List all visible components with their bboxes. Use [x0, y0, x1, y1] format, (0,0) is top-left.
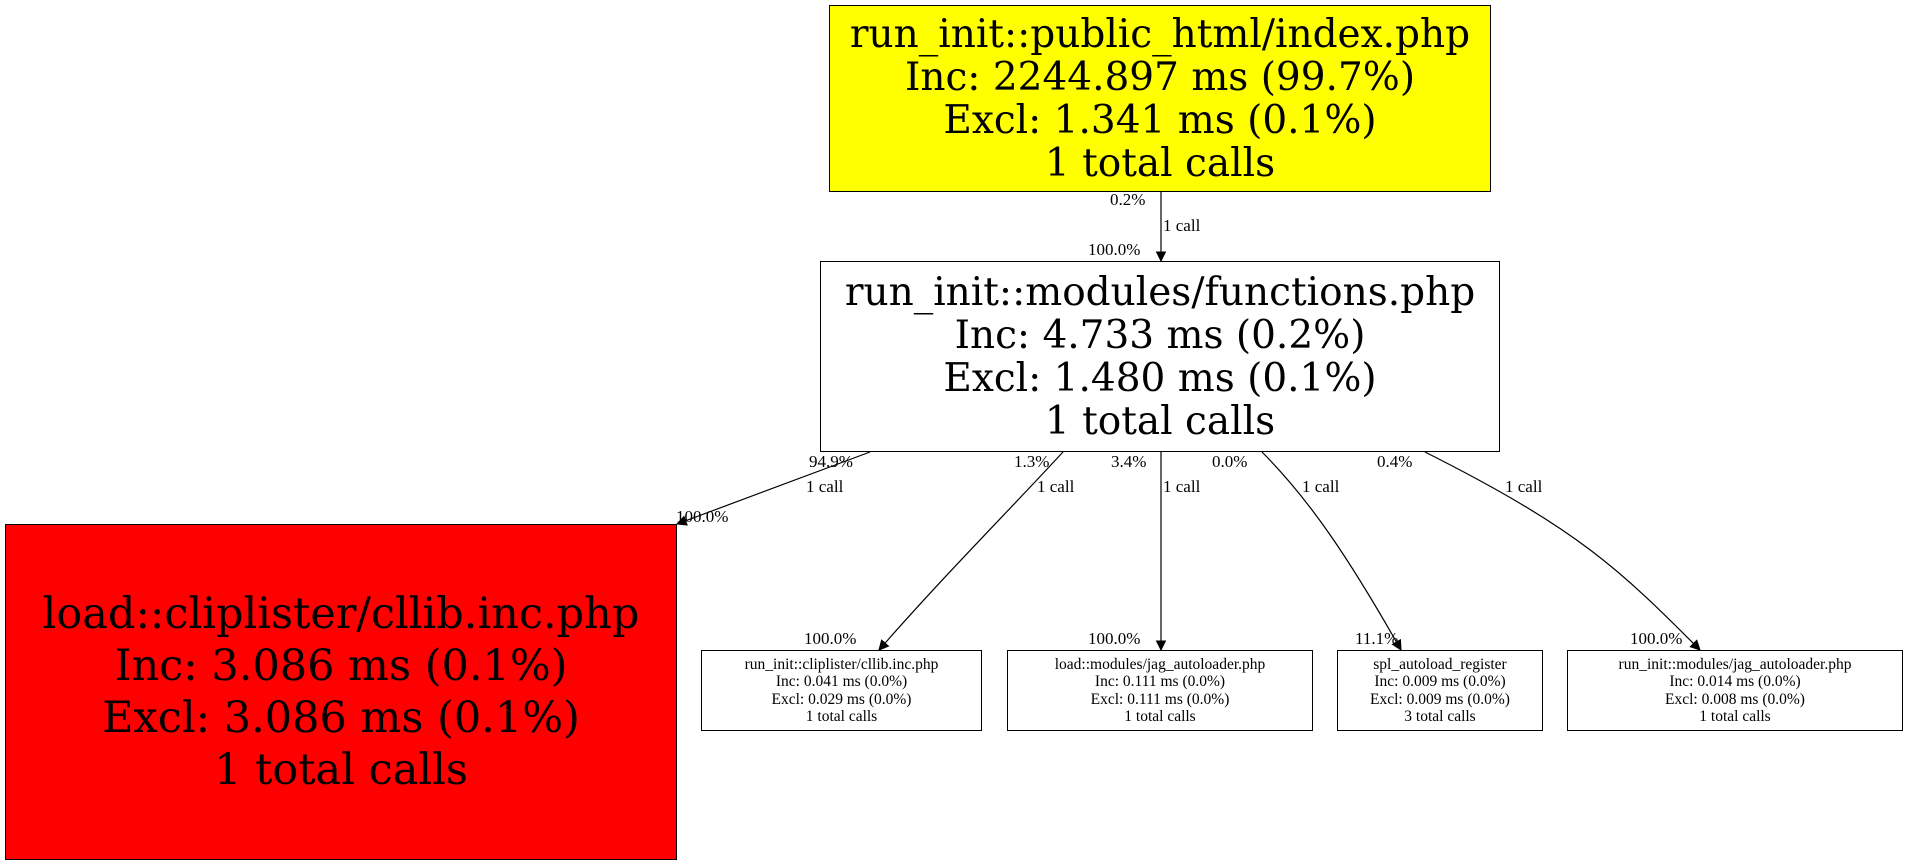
node-cllib-load-calls: 1 total calls	[214, 745, 468, 795]
node-jag-run-name: run_init::modules/jag_autoloader.php	[1618, 655, 1852, 673]
node-cllib-run-excl: Excl: 0.029 ms (0.0%)	[771, 690, 912, 708]
edge-functions-to-cllib-run	[878, 451, 1064, 651]
edge-label-calls: 1 call	[1302, 477, 1340, 496]
edge-label-calls: 1 call	[1505, 477, 1543, 496]
edge-functions-to-jag-run	[1424, 451, 1701, 651]
node-cllib-load-excl: Excl: 3.086 ms (0.1%)	[102, 693, 580, 743]
node-jag-load-inc: Inc: 0.111 ms (0.0%)	[1094, 673, 1226, 690]
edge-label-calls: 1 call	[1163, 216, 1201, 235]
node-cllib-run-inc: Inc: 0.041 ms (0.0%)	[775, 673, 908, 690]
edge-label-from-pct: 3.4%	[1111, 452, 1147, 471]
node-spl-calls: 3 total calls	[1404, 708, 1476, 725]
node-jag-load-name: load::modules/jag_autoloader.php	[1054, 655, 1266, 673]
node-functions: run_init::modules/functions.php Inc: 4.7…	[820, 261, 1500, 452]
node-index-name: run_init::public_html/index.php	[849, 11, 1471, 57]
edge-label-from-pct: 0.4%	[1377, 452, 1413, 471]
edge-label-to-pct: 100.0%	[1630, 629, 1683, 648]
node-jag-run-inc: Inc: 0.014 ms (0.0%)	[1669, 673, 1801, 690]
node-jag-load-calls: 1 total calls	[1124, 708, 1196, 725]
node-cllib-load-inc: Inc: 3.086 ms (0.1%)	[114, 641, 568, 691]
node-spl-name: spl_autoload_register	[1373, 655, 1507, 673]
node-spl-inc: Inc: 0.009 ms (0.0%)	[1374, 673, 1506, 690]
edge-label-calls: 1 call	[1037, 477, 1075, 496]
edge-functions-to-spl	[1261, 451, 1402, 651]
edge-label-to-pct: 100.0%	[804, 629, 857, 648]
node-jag-run-excl: Excl: 0.008 ms (0.0%)	[1665, 690, 1805, 708]
edge-label-to-pct: 100.0%	[1088, 629, 1141, 648]
edge-label-from-pct: 0.0%	[1212, 452, 1248, 471]
node-functions-calls: 1 total calls	[1044, 398, 1276, 444]
edge-label-to-pct: 100.0%	[1088, 240, 1141, 259]
node-cllib-run-name: run_init::cliplister/cllib.inc.php	[744, 655, 939, 673]
node-jag-load: load::modules/jag_autoloader.php Inc: 0.…	[1007, 650, 1313, 731]
edge-label-from-pct: 1.3%	[1014, 452, 1050, 471]
node-jag-load-excl: Excl: 0.111 ms (0.0%)	[1090, 690, 1230, 708]
edge-functions-to-cllib-load	[675, 451, 871, 526]
node-cllib-run-calls: 1 total calls	[805, 708, 878, 725]
edge-label-calls: 1 call	[1163, 477, 1201, 496]
edge-label-to-pct: 11.1%	[1355, 629, 1399, 648]
node-cllib-run: run_init::cliplister/cllib.inc.php Inc: …	[701, 650, 982, 731]
edge-label-calls: 1 call	[806, 477, 844, 496]
node-index-excl: Excl: 1.341 ms (0.1%)	[943, 97, 1377, 143]
node-index-calls: 1 total calls	[1044, 140, 1276, 186]
node-functions-name: run_init::modules/functions.php	[844, 269, 1476, 315]
edge-label-from-pct: 94.9%	[809, 452, 853, 471]
node-cllib-load-name: load::cliplister/cllib.inc.php	[42, 589, 640, 639]
node-spl-excl: Excl: 0.009 ms (0.0%)	[1370, 690, 1510, 708]
edge-label-from-pct: 0.2%	[1110, 190, 1146, 209]
edge-label-to-pct: 100.0%	[676, 507, 729, 526]
node-jag-run-calls: 1 total calls	[1699, 708, 1771, 725]
node-spl: spl_autoload_register Inc: 0.009 ms (0.0…	[1337, 650, 1543, 731]
node-index: run_init::public_html/index.php Inc: 224…	[829, 5, 1491, 192]
node-functions-inc: Inc: 4.733 ms (0.2%)	[954, 312, 1366, 358]
node-jag-run: run_init::modules/jag_autoloader.php Inc…	[1567, 650, 1903, 731]
node-cllib-load: load::cliplister/cllib.inc.php Inc: 3.08…	[5, 524, 677, 860]
node-index-inc: Inc: 2244.897 ms (99.7%)	[904, 54, 1416, 100]
node-functions-excl: Excl: 1.480 ms (0.1%)	[943, 355, 1377, 401]
